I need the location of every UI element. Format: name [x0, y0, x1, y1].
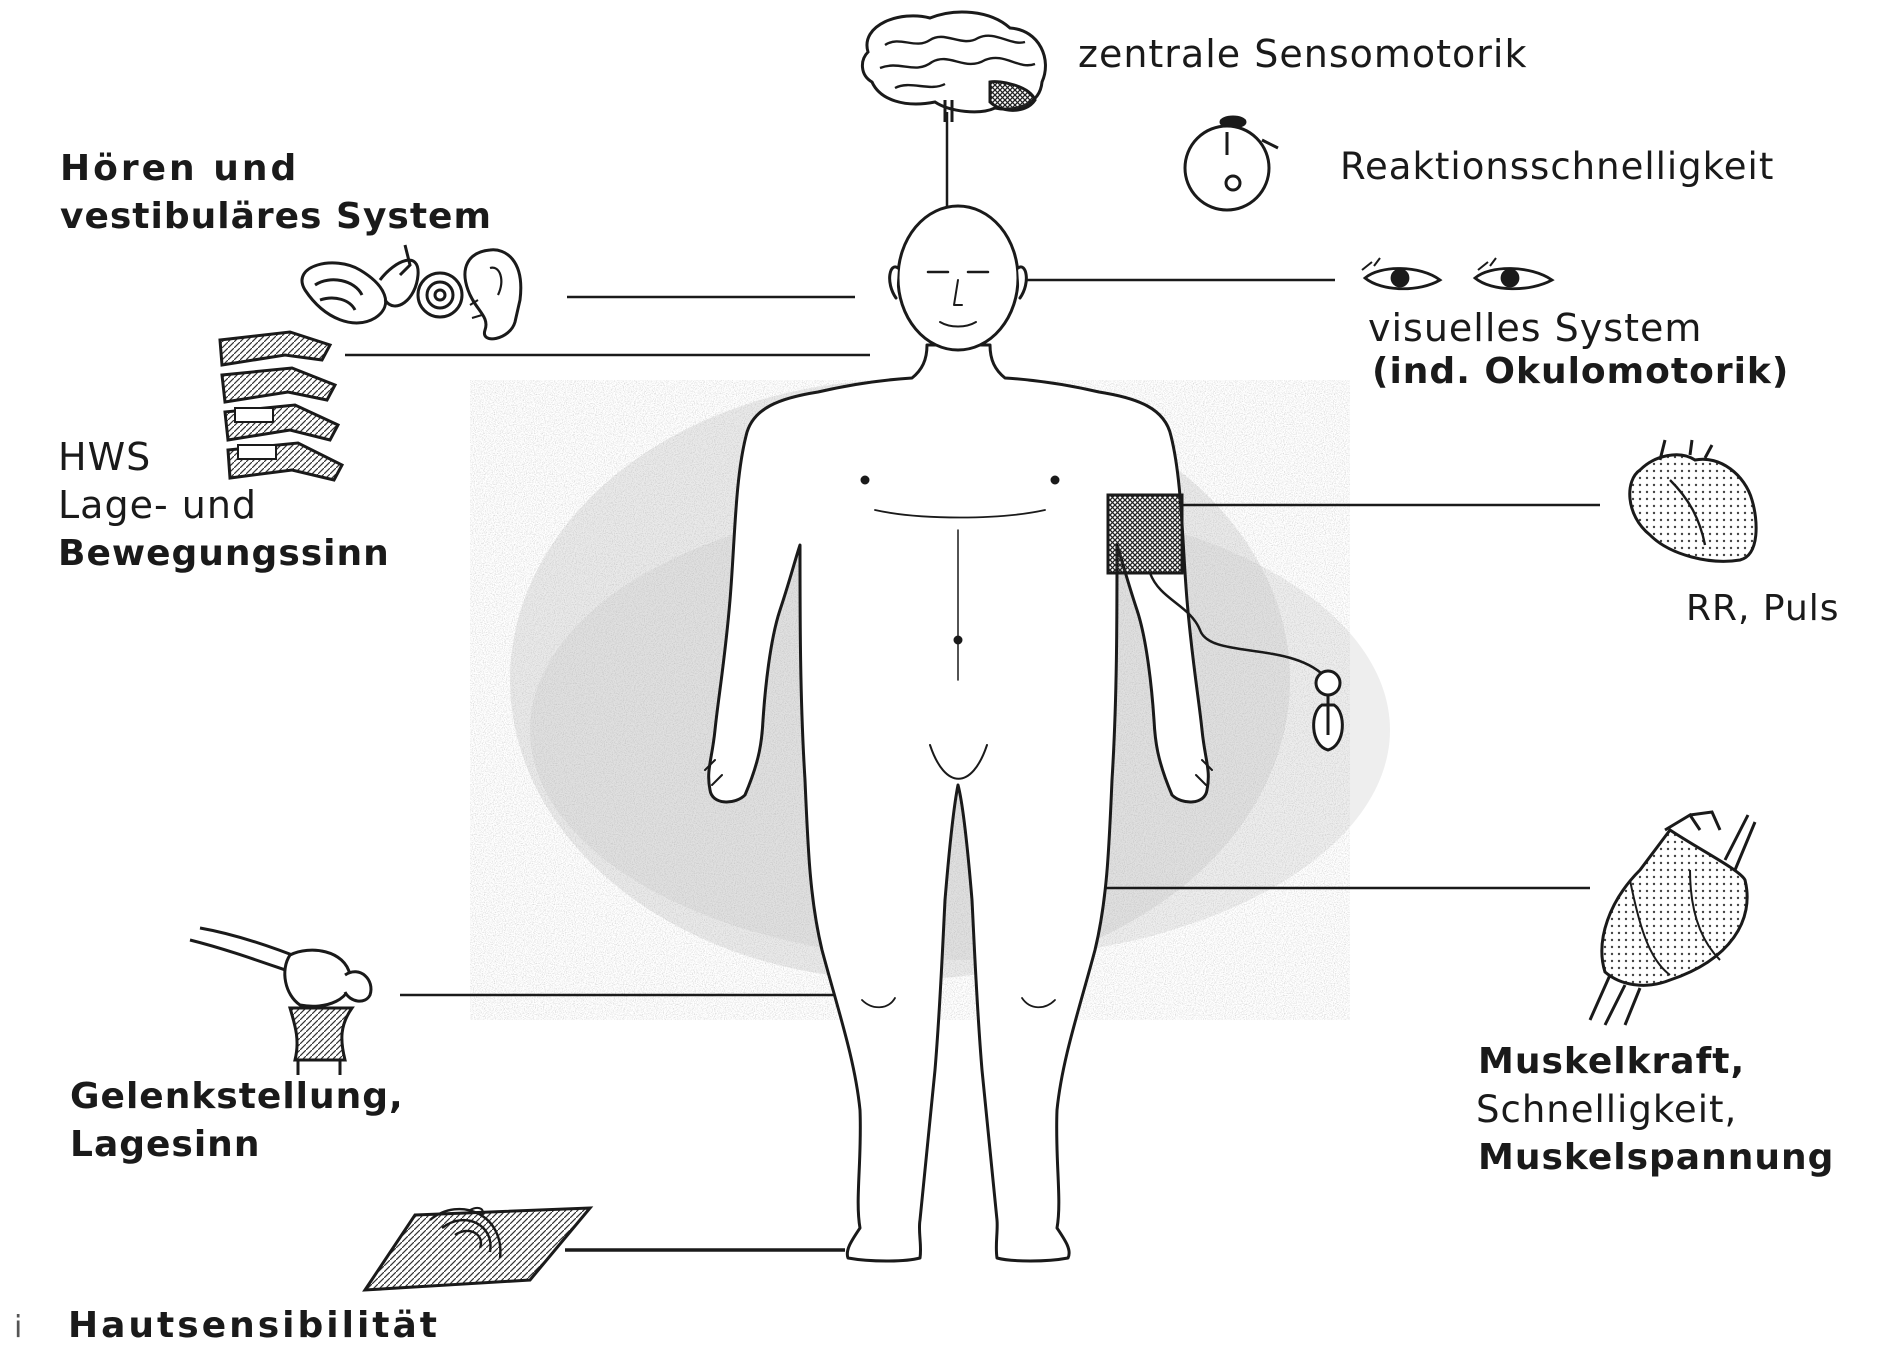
cervical-spine-icon [220, 332, 342, 480]
label-joint-line2: Lagesinn [70, 1121, 260, 1169]
label-hws-line2: Lage- und [58, 481, 257, 529]
label-joint-line1: Gelenkstellung, [70, 1073, 404, 1121]
eyes-icon [1362, 258, 1552, 289]
label-visual-line1: visuelles System [1368, 304, 1702, 352]
label-muscle-line1: Muskelkraft, [1478, 1038, 1745, 1086]
label-heart: RR, Puls [1686, 585, 1840, 633]
label-muscle-line3: Muskelspannung [1478, 1134, 1834, 1182]
skin-patch-icon [365, 1208, 590, 1290]
label-hearing-line2: vestibuläres System [60, 193, 492, 241]
label-central-sensorimotor: zentrale Sensomotorik [1078, 30, 1527, 78]
label-skin-sensitivity: Hautsensibilität [68, 1302, 440, 1350]
inner-ear-icon [302, 245, 462, 323]
label-hearing-line1: Hören und [60, 145, 299, 193]
stopwatch-icon [1185, 117, 1278, 210]
muscle-icon [1590, 812, 1755, 1025]
stray-mark: i [14, 1304, 23, 1352]
label-hws-line3: Bewegungssinn [58, 530, 390, 578]
knee-joint-icon [190, 928, 371, 1075]
label-visual-line2: (ind. Okulomotorik) [1372, 348, 1789, 396]
heart-icon [1630, 440, 1756, 561]
ear-icon [465, 250, 521, 339]
label-muscle-line2: Schnelligkeit, [1476, 1086, 1737, 1134]
label-reaction-speed: Reaktionsschnelligkeit [1340, 143, 1774, 191]
brain-icon [862, 12, 1045, 122]
label-hws-line1: HWS [58, 433, 151, 481]
